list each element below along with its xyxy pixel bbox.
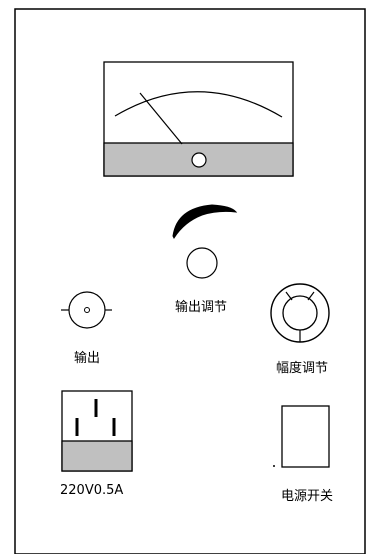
amplitude-knob-notch-2	[307, 291, 315, 301]
output-adjust-knob-circle[interactable]	[186, 247, 218, 279]
bnc-center-pin	[84, 307, 90, 313]
power-socket	[61, 390, 133, 472]
meter-needle	[139, 92, 183, 145]
meter-scale-arc	[114, 91, 283, 118]
power-switch-label: 电源开关	[281, 489, 333, 504]
power-rating-label: 220V0.5A	[60, 483, 123, 498]
meter-zero-adjust-screw[interactable]	[191, 152, 207, 168]
output-bnc-connector[interactable]	[61, 291, 112, 329]
output-adjust-label: 输出调节	[175, 299, 227, 315]
amplitude-knob-inner	[282, 295, 318, 331]
amplitude-adjust-knob[interactable]	[270, 283, 330, 343]
amplitude-adjust-label: 幅度调节	[276, 360, 328, 376]
stray-dot	[273, 465, 275, 467]
analog-meter	[103, 61, 294, 177]
power-socket-base	[61, 440, 133, 472]
knob-indicator-arc	[172, 204, 238, 240]
panel-frame	[14, 8, 366, 554]
amplitude-knob-notch-1	[285, 291, 293, 301]
output-adjust-knob[interactable]	[172, 204, 238, 279]
output-label: 输出	[74, 350, 100, 366]
power-switch[interactable]	[281, 405, 330, 468]
